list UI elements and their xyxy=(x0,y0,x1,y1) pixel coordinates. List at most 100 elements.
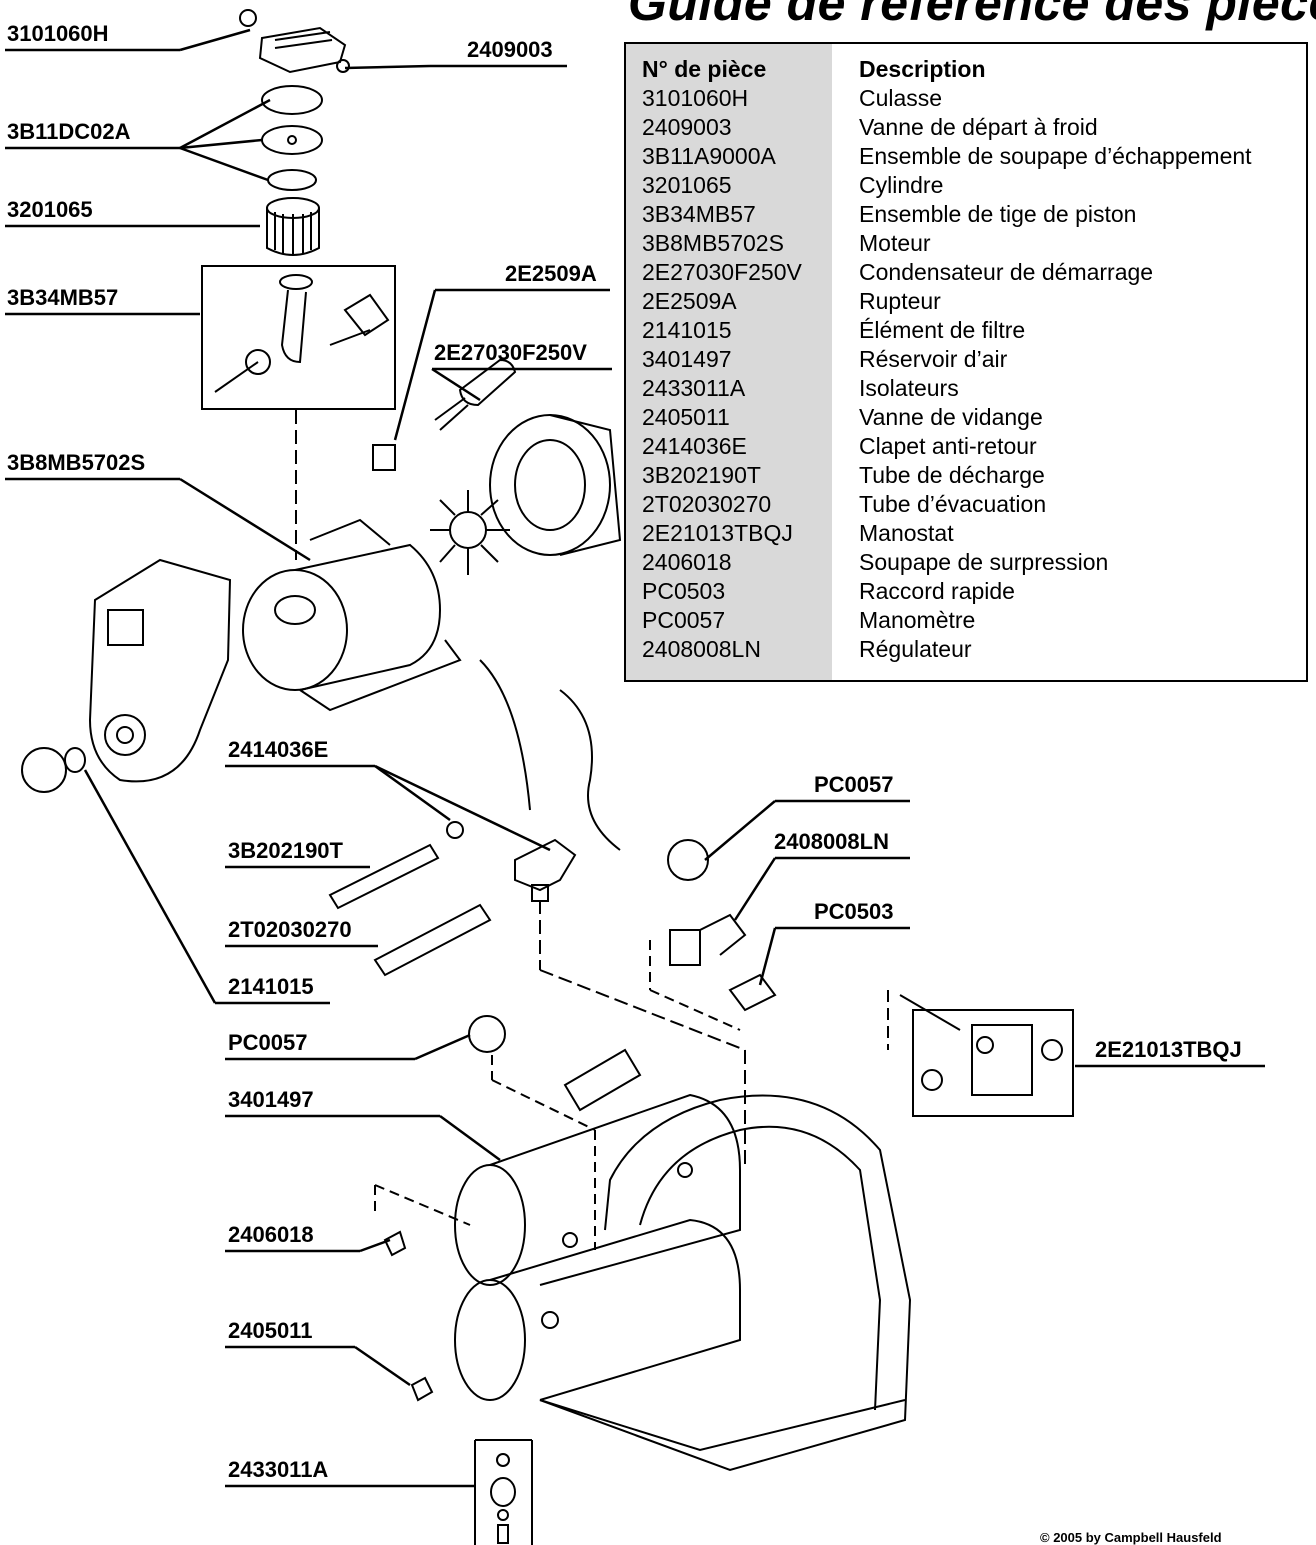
filter-element xyxy=(21,747,67,793)
table-row: 2405011 Vanne de vidange xyxy=(626,403,1306,432)
part-number: 3B202190T xyxy=(642,462,761,488)
part-description: Cylindre xyxy=(859,172,944,198)
page-title: Guide de référence des pièces xyxy=(628,0,1316,31)
callout-cylinder-head: 3101060H xyxy=(7,21,109,46)
unloader-tube xyxy=(328,843,440,910)
power-cord xyxy=(559,689,621,851)
fan-shroud xyxy=(489,414,622,556)
part-description: Soupape de surpression xyxy=(859,549,1109,575)
part-description: Élément de filtre xyxy=(859,317,1026,343)
table-row: 2T02030270 Tube d’évacuation xyxy=(626,490,1306,519)
table-row: 2409003 Vanne de départ à froid xyxy=(626,113,1306,142)
pressure-switch-assembly xyxy=(887,990,1074,1117)
callout-quick-coupler: PC0503 xyxy=(814,899,894,924)
part-number: 2E2509A xyxy=(642,288,737,314)
part-number: 2408008LN xyxy=(642,636,761,662)
isolators xyxy=(474,1439,533,1545)
fan xyxy=(430,490,510,575)
part-number: 3201065 xyxy=(642,172,732,198)
callout-drain-valve: 2405011 xyxy=(228,1318,313,1343)
piston-rod-assembly xyxy=(201,265,396,410)
motor xyxy=(242,518,462,712)
table-row: 3401497 Réservoir d’air xyxy=(626,345,1306,374)
callout-motor: 3B8MB5702S xyxy=(7,450,146,475)
part-description: Ensemble de tige de piston xyxy=(859,201,1137,227)
cylinder xyxy=(266,197,320,256)
part-description: Moteur xyxy=(859,230,931,256)
callout-gauge-top: PC0057 xyxy=(814,772,894,797)
part-description: Manostat xyxy=(859,520,954,546)
callout-isolators: 2433011A xyxy=(228,1457,329,1482)
table-row: 2141015 Élément de filtre xyxy=(626,316,1306,345)
callout-breaker: 2E2509A xyxy=(505,261,597,286)
table-row: 3B34MB57 Ensemble de tige de piston xyxy=(626,200,1306,229)
tank-gauge xyxy=(468,1015,506,1053)
table-row: 3B8MB5702S Moteur xyxy=(626,229,1306,258)
part-number: 2406018 xyxy=(642,549,732,575)
callout-safety-valve: 2406018 xyxy=(228,1222,314,1247)
callout-regulator: 2408008LN xyxy=(774,829,889,854)
callout-leaders xyxy=(5,28,1265,1488)
part-description: Isolateurs xyxy=(859,375,959,401)
callout-capacitor: 2E27030F250V xyxy=(434,340,587,365)
check-valve xyxy=(446,821,577,902)
part-description: Manomètre xyxy=(859,607,976,633)
callout-piston-rod: 3B34MB57 xyxy=(7,285,119,310)
part-description: Vanne de départ à froid xyxy=(859,114,1098,140)
wire xyxy=(479,659,531,811)
part-number: 3101060H xyxy=(642,85,749,111)
callout-gauge-bottom: PC0057 xyxy=(228,1030,308,1055)
part-number: 2T02030270 xyxy=(642,491,772,517)
part-number: 2405011 xyxy=(642,404,730,430)
part-description: Raccord rapide xyxy=(859,578,1015,604)
callout-air-tank: 3401497 xyxy=(228,1087,314,1112)
air-tanks xyxy=(454,1093,741,1401)
part-description: Réservoir d’air xyxy=(859,346,1008,372)
part-number: 2409003 xyxy=(642,114,732,140)
callout-filter: 2141015 xyxy=(228,974,314,999)
part-description: Régulateur xyxy=(859,636,972,662)
callout-cold-start-valve: 2409003 xyxy=(467,37,553,62)
table-row: 3201065 Cylindre xyxy=(626,171,1306,200)
part-number: 3B8MB5702S xyxy=(642,230,784,256)
part-number: 3B34MB57 xyxy=(642,201,756,227)
capacitor xyxy=(434,358,517,431)
safety-valve xyxy=(383,1230,407,1257)
callout-cylinder: 3201065 xyxy=(7,197,93,222)
part-description: Vanne de vidange xyxy=(859,404,1043,430)
part-description: Culasse xyxy=(859,85,943,111)
part-description: Tube d’évacuation xyxy=(859,491,1047,517)
col-header-description: Description xyxy=(859,56,986,82)
table-row: PC0503 Raccord rapide xyxy=(626,577,1306,606)
frame xyxy=(539,1094,912,1472)
crankcase xyxy=(88,558,232,783)
valve-plate xyxy=(261,125,323,155)
callout-check-valve: 2414036E xyxy=(228,737,329,762)
part-number: 2141015 xyxy=(642,317,732,343)
part-number: 3B11A9000A xyxy=(642,143,776,169)
col-header-part: N° de pièce xyxy=(642,56,767,82)
part-number: 2E27030F250V xyxy=(642,259,802,285)
part-number: 3401497 xyxy=(642,346,732,372)
callout-valve-assembly: 3B11DC02A xyxy=(7,119,131,144)
callout-unloader-tube: 3B202190T xyxy=(228,838,343,863)
o-ring xyxy=(267,169,317,191)
table-row: 3101060H Culasse xyxy=(626,84,1306,113)
regulator-assembly xyxy=(649,839,777,1031)
outlet-nipple xyxy=(563,1048,642,1112)
copyright-text: © 2005 by Campbell Hausfeld xyxy=(1040,1530,1222,1545)
breaker-part xyxy=(372,444,396,471)
table-row: 2433011A Isolateurs xyxy=(626,374,1306,403)
part-number: PC0503 xyxy=(642,578,726,604)
callout-outlet-tube: 2T02030270 xyxy=(228,917,352,942)
part-number: 2433011A xyxy=(642,375,746,401)
part-description: Tube de décharge xyxy=(859,462,1045,488)
